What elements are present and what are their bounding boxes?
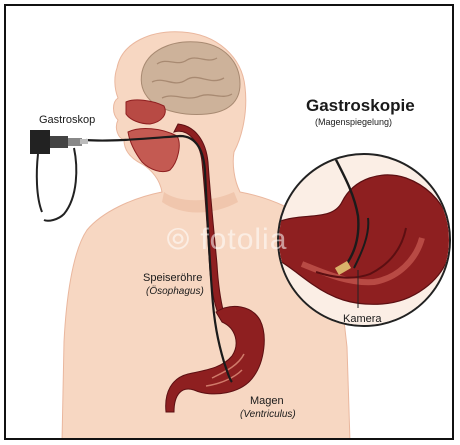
label-gastroskop: Gastroskop — [39, 114, 95, 126]
label-speiseroehre-latin: (Ösophagus) — [146, 286, 204, 297]
image-frame: Gastroskopie (Magenspiegelung) Gastrosko… — [4, 4, 454, 440]
fotolia-logo-icon: ⦾ — [166, 223, 200, 256]
oral-cavity — [128, 129, 179, 172]
label-kamera: Kamera — [343, 313, 382, 325]
endoscope-device-icon — [30, 130, 88, 221]
label-speiseroehre: Speiseröhre — [143, 272, 202, 284]
watermark-label: fotolia — [200, 223, 287, 256]
page-title: Gastroskopie — [306, 96, 415, 116]
page-subtitle: (Magenspiegelung) — [315, 117, 392, 127]
label-magen-latin: (Ventriculus) — [240, 409, 296, 420]
watermark-text: ⦾ fotolia — [166, 223, 287, 257]
label-magen: Magen — [250, 395, 284, 407]
